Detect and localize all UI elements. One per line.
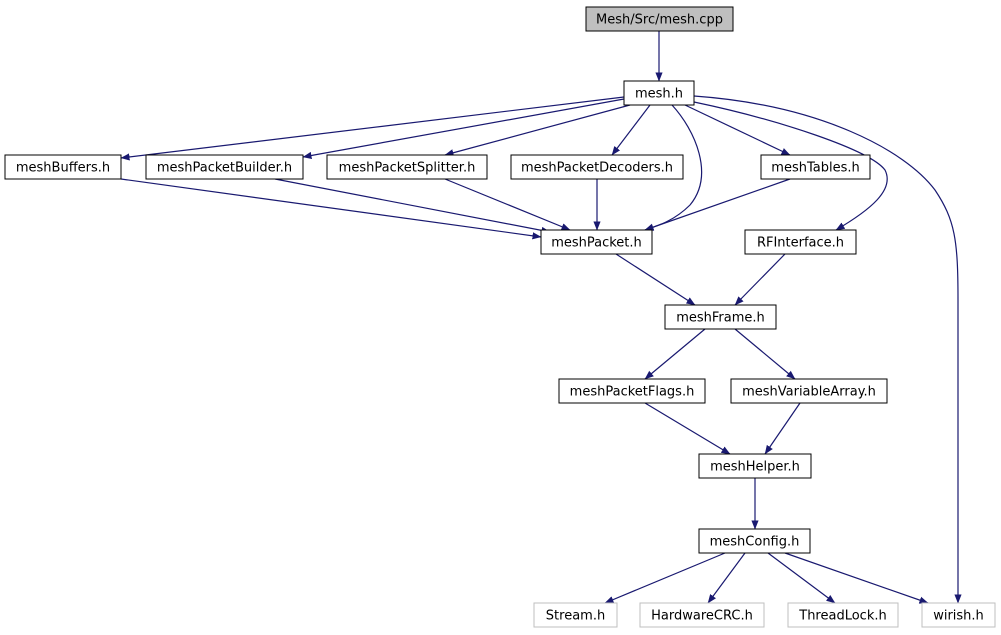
edge-meshBuffers_h-to-meshPacket_h [120, 178, 542, 240]
node-box-meshPacketFlags_h[interactable] [558, 378, 706, 404]
node-meshHelper_h[interactable]: meshHelper.h [698, 453, 812, 479]
node-HardwareCRC_h[interactable]: HardwareCRC.h [639, 602, 765, 628]
node-label-wirish_h: wirish.h [933, 609, 984, 624]
node-meshVariableArray_h[interactable]: meshVariableArray.h [730, 378, 888, 404]
node-label-mesh_cpp: Mesh/Src/mesh.cpp [596, 13, 723, 28]
node-box-mesh_cpp[interactable] [585, 6, 734, 32]
node-box-meshConfig_h[interactable] [698, 528, 811, 554]
node-meshPacketDecoders_h[interactable]: meshPacketDecoders.h [510, 154, 684, 180]
node-mesh_cpp[interactable]: Mesh/Src/mesh.cpp [585, 6, 734, 32]
node-box-meshPacketSplitter_h[interactable] [326, 154, 488, 180]
node-box-meshPacketDecoders_h[interactable] [510, 154, 684, 180]
node-label-HardwareCRC_h: HardwareCRC.h [651, 609, 753, 624]
edge-RFInterface_h-to-meshFrame_h [734, 253, 786, 306]
edge-meshPacketFlags_h-to-meshHelper_h [644, 402, 731, 455]
node-label-Stream_h: Stream.h [546, 609, 605, 624]
node-meshPacketSplitter_h[interactable]: meshPacketSplitter.h [326, 154, 488, 180]
node-label-meshPacketSplitter_h: meshPacketSplitter.h [339, 161, 476, 176]
node-box-meshFrame_h[interactable] [664, 304, 777, 330]
node-label-RFInterface_h: RFInterface.h [757, 236, 844, 251]
node-RFInterface_h[interactable]: RFInterface.h [744, 229, 857, 255]
node-box-meshVariableArray_h[interactable] [730, 378, 888, 404]
node-meshPacketFlags_h[interactable]: meshPacketFlags.h [558, 378, 706, 404]
node-label-meshPacketDecoders_h: meshPacketDecoders.h [521, 161, 673, 176]
node-label-meshBuffers_h: meshBuffers.h [16, 161, 110, 176]
node-box-RFInterface_h[interactable] [744, 229, 857, 255]
edge-meshConfig_h-to-HardwareCRC_h [707, 552, 746, 604]
node-meshPacket_h[interactable]: meshPacket.h [540, 229, 653, 255]
edge-meshFrame_h-to-meshPacketFlags_h [644, 328, 706, 380]
node-meshConfig_h[interactable]: meshConfig.h [698, 528, 811, 554]
edge-mesh_h-to-meshBuffers_h [120, 96, 625, 161]
node-meshBuffers_h[interactable]: meshBuffers.h [4, 154, 122, 180]
node-label-mesh_h: mesh.h [635, 87, 683, 102]
edge-mesh_h-to-meshPacketBuilder_h [302, 98, 625, 160]
node-label-meshFrame_h: meshFrame.h [676, 311, 765, 326]
edge-meshFrame_h-to-meshVariableArray_h [734, 328, 796, 380]
node-label-meshPacketFlags_h: meshPacketFlags.h [570, 385, 695, 400]
node-box-ThreadLock_h[interactable] [787, 602, 899, 628]
edge-meshConfig_h-to-Stream_h [604, 552, 726, 604]
edge-meshConfig_h-to-wirish_h [784, 552, 929, 604]
node-meshPacketBuilder_h[interactable]: meshPacketBuilder.h [145, 154, 304, 180]
node-box-meshHelper_h[interactable] [698, 453, 812, 479]
node-label-meshVariableArray_h: meshVariableArray.h [742, 385, 876, 400]
edge-mesh_h-to-meshPacketSplitter_h [444, 104, 631, 157]
node-Stream_h[interactable]: Stream.h [533, 602, 618, 628]
edge-mesh_h-to-meshPacketDecoders_h [611, 104, 651, 156]
node-box-Stream_h[interactable] [533, 602, 618, 628]
node-mesh_h[interactable]: mesh.h [623, 80, 695, 106]
edge-meshConfig_h-to-ThreadLock_h [767, 552, 836, 604]
edge-meshPacket_h-to-meshFrame_h [615, 253, 696, 306]
node-box-meshTables_h[interactable] [760, 154, 871, 180]
node-label-meshPacketBuilder_h: meshPacketBuilder.h [157, 161, 292, 176]
node-label-ThreadLock_h: ThreadLock.h [798, 609, 886, 624]
node-meshTables_h[interactable]: meshTables.h [760, 154, 871, 180]
node-box-wirish_h[interactable] [921, 602, 996, 628]
node-label-meshTables_h: meshTables.h [771, 161, 859, 176]
node-wirish_h[interactable]: wirish.h [921, 602, 996, 628]
edge-meshVariableArray_h-to-meshHelper_h [764, 402, 801, 455]
edge-mesh_h-to-meshTables_h [684, 104, 791, 156]
node-box-meshPacketBuilder_h[interactable] [145, 154, 304, 180]
edge-meshPacketBuilder_h-to-meshPacket_h [274, 178, 551, 234]
node-label-meshPacket_h: meshPacket.h [551, 236, 642, 251]
node-label-meshConfig_h: meshConfig.h [710, 535, 800, 550]
edge-mesh_h-to-RFInterface_h [693, 101, 888, 231]
node-box-HardwareCRC_h[interactable] [639, 602, 765, 628]
node-meshFrame_h[interactable]: meshFrame.h [664, 304, 777, 330]
edges-layer [120, 31, 962, 604]
node-label-meshHelper_h: meshHelper.h [710, 460, 800, 475]
nodes-layer: Mesh/Src/mesh.cpp mesh.h meshBuffers.h mesh… [4, 6, 996, 628]
edge-meshPacketSplitter_h-to-meshPacket_h [444, 178, 571, 231]
node-box-mesh_h[interactable] [623, 80, 695, 106]
node-box-meshBuffers_h[interactable] [4, 154, 122, 180]
edge-mesh_h-to-wirish_h [693, 95, 962, 604]
edge-meshTables_h-to-meshPacket_h [644, 178, 791, 231]
node-ThreadLock_h[interactable]: ThreadLock.h [787, 602, 899, 628]
node-box-meshPacket_h[interactable] [540, 229, 653, 255]
